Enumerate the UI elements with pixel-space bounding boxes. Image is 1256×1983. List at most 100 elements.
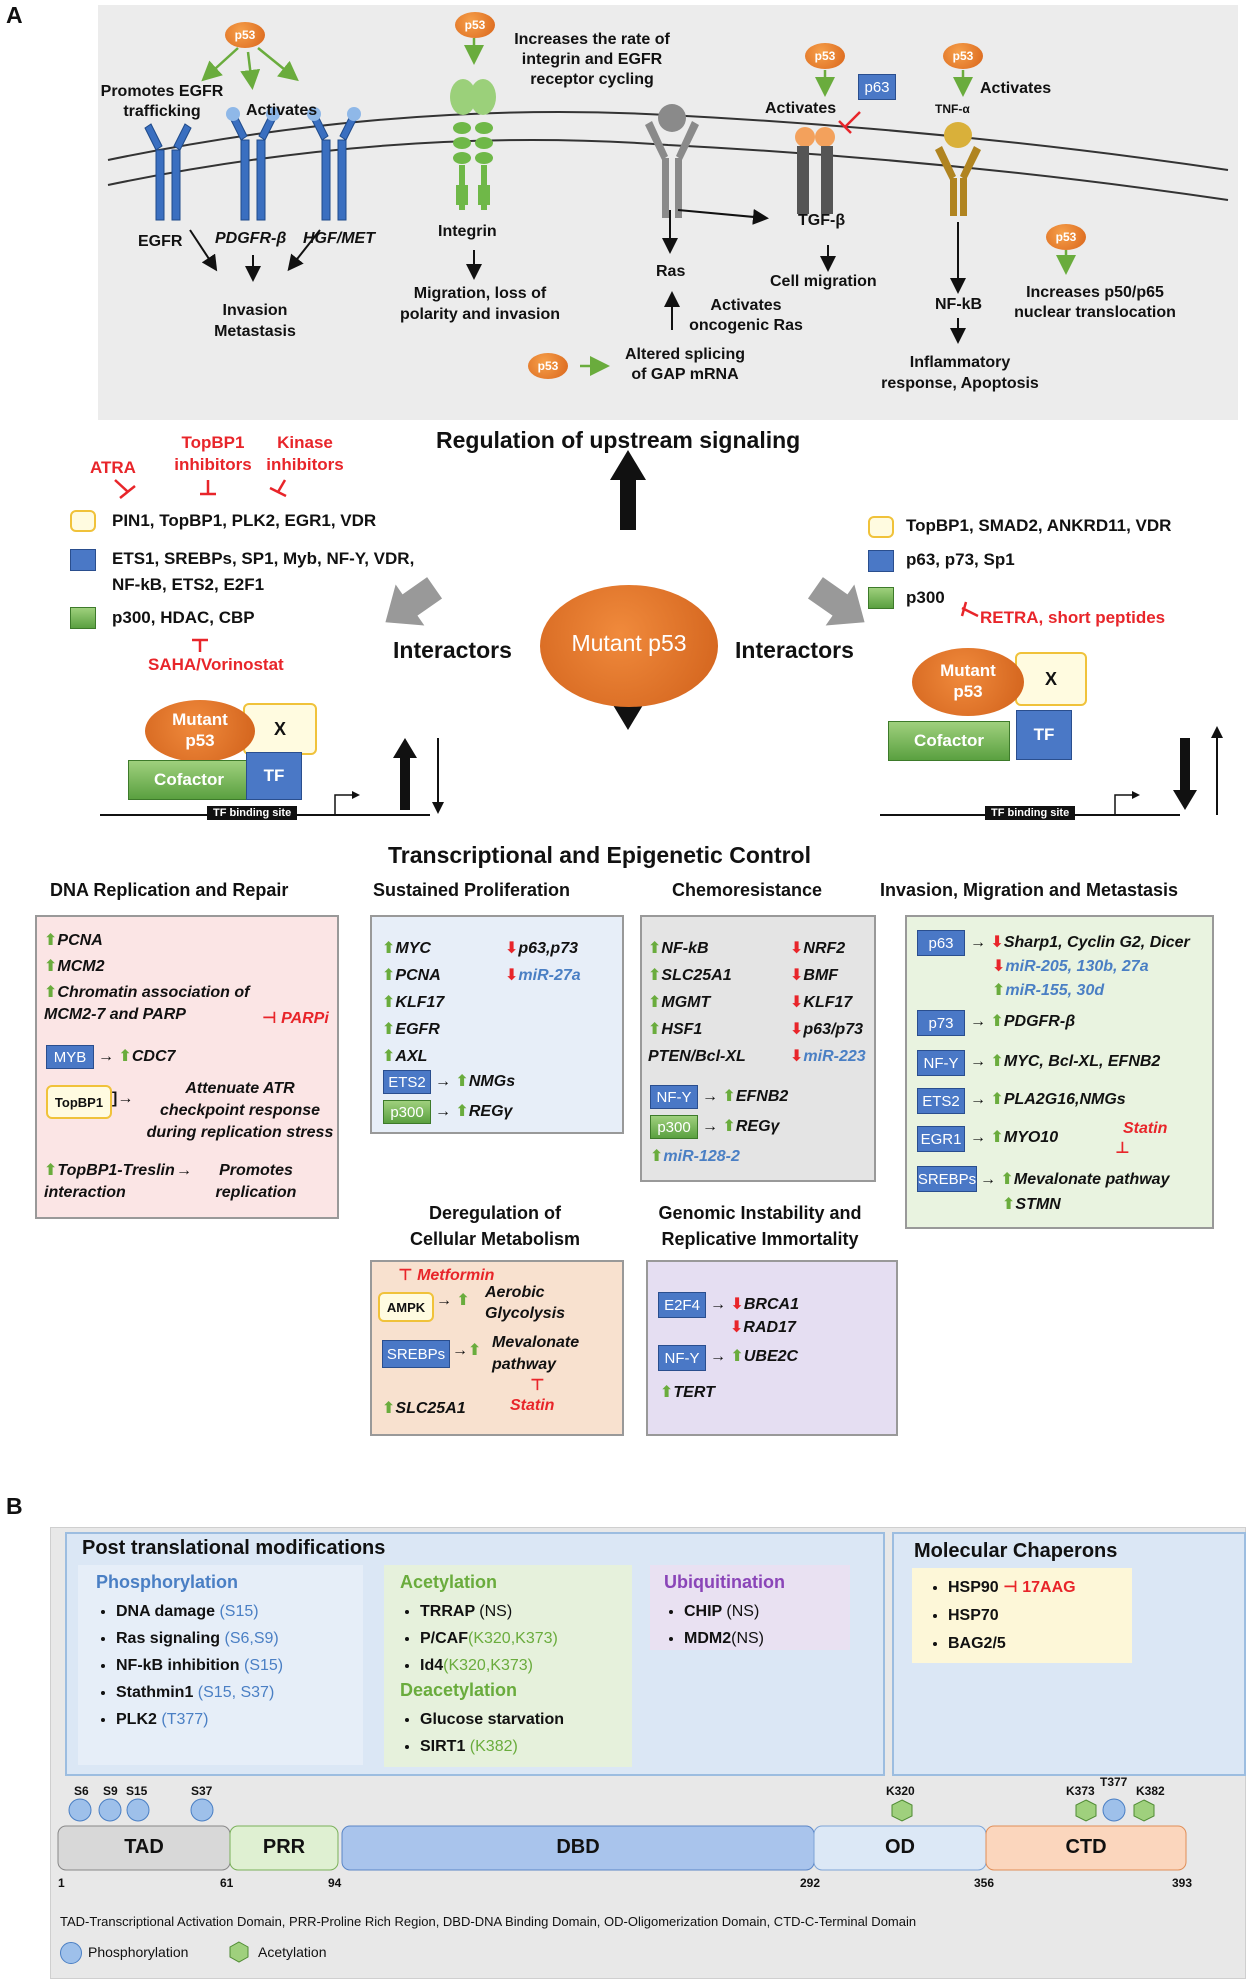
invasion-title: Invasion, Migration and Metastasis xyxy=(880,880,1179,900)
cell-migration-text: Cell migration xyxy=(770,273,877,290)
yellow-legend-left xyxy=(70,510,96,532)
interactors-right: Interactors xyxy=(735,637,854,663)
prolif-ets2-tag: ETS2 xyxy=(383,1070,431,1094)
site-k320: K320 xyxy=(886,1784,915,1798)
nfkb-label: NF-kB xyxy=(935,296,983,313)
gen-ube2c: → ⬆UBE2C xyxy=(710,1348,799,1365)
mutant-p53-label: Mutant p53 xyxy=(571,630,687,656)
phos-list: DNA damage (S15) Ras signaling (S6,S9) N… xyxy=(98,1598,283,1733)
inv-statin-bar: ⊥ xyxy=(1115,1140,1130,1157)
dna-cdc7: → ⬆CDC7 xyxy=(98,1048,176,1065)
phos-item: NF-kB inhibition (S15) xyxy=(116,1652,283,1679)
ubiq-item: CHIP (NS) xyxy=(684,1598,764,1625)
metab-statin-bar: ⊤ xyxy=(530,1377,545,1394)
altered-splicing-text: Altered splicing of GAP mRNA xyxy=(624,346,746,383)
phos-item: Ras signaling (S6,S9) xyxy=(116,1625,283,1652)
invasion-metastasis-text: Invasion Metastasis xyxy=(214,302,296,340)
integrin-label: Integrin xyxy=(438,223,497,240)
left-row-2: ETS1, SREBPs, SP1, Myb, NF-Y, VDR, xyxy=(112,549,415,568)
dna-pcna: ⬆PCNA xyxy=(44,932,103,949)
chemo-regy: → ⬆REGγ xyxy=(702,1118,780,1135)
x-box-right: X xyxy=(1015,652,1087,706)
site-s6: S6 xyxy=(74,1784,89,1798)
tgfb-label: TGF-β xyxy=(798,212,846,229)
chemo-title: Chemoresistance xyxy=(672,880,823,900)
dna-arrow: ]→ xyxy=(112,1090,134,1107)
inv-p73-tag: p73 xyxy=(917,1010,965,1036)
upstream-title: Regulation of upstream signaling xyxy=(436,427,801,453)
green-legend-right xyxy=(868,587,894,609)
dna-myb-tag: MYB xyxy=(46,1045,94,1069)
dna-attenuate: Attenuate ATR checkpoint response during… xyxy=(146,1080,334,1141)
acet-list: TRRAP (NS) P/CAF(K320,K373) Id4(K320,K37… xyxy=(402,1598,558,1679)
mutant-p53-right-label: Mutant p53 xyxy=(940,661,996,701)
pos-61: 61 xyxy=(220,1876,234,1890)
inv-pla: → ⬆PLA2G16,NMGs xyxy=(970,1091,1126,1108)
pos-1: 1 xyxy=(58,1876,65,1890)
inv-ets2-tag: ETS2 xyxy=(917,1088,965,1114)
chemo-mir128: ⬆miR-128-2 xyxy=(650,1148,740,1165)
chap-title: Molecular Chaperons xyxy=(914,1540,1118,1562)
metab-mevalonate: Mevalonate pathway xyxy=(492,1334,580,1373)
domain-prr: PRR xyxy=(262,1836,306,1858)
chemo-p300-tag: p300 xyxy=(650,1115,698,1139)
metab-arrow-2: →⬆ xyxy=(452,1342,482,1359)
promotes-egfr-text: Promotes EGFR trafficking xyxy=(100,83,224,120)
dna-parpi: ⊣ PARPi xyxy=(262,1010,329,1027)
prolif-regy: → ⬆REGγ xyxy=(435,1103,513,1120)
panel-b-label: B xyxy=(6,1493,23,1519)
inv-egr1-tag: EGR1 xyxy=(917,1126,965,1152)
yellow-legend-right xyxy=(868,516,894,538)
chap-list: HSP90 ⊣ 17AAG HSP70 BAG2/5 xyxy=(930,1574,1076,1658)
mutant-p53-left xyxy=(145,700,255,762)
phos-box xyxy=(78,1565,363,1765)
ubiq-title: Ubiquitination xyxy=(664,1572,785,1592)
transcription-title: Transcriptional and Epigenetic Control xyxy=(388,842,811,868)
left-row-3: NF-kB, ETS2, E2F1 xyxy=(112,575,265,594)
metab-statin: Statin xyxy=(510,1397,555,1414)
legend-phos-icon xyxy=(60,1942,82,1964)
panel-a-label: A xyxy=(6,2,23,28)
topbp1-inhibitors-label: TopBP1 inhibitors xyxy=(174,433,252,474)
metab-ampk-tag: AMPK xyxy=(378,1292,434,1322)
mutant-p53-center xyxy=(540,585,718,707)
gen-e2f4-tag: E2F4 xyxy=(658,1292,706,1318)
activates-text-2: Activates xyxy=(765,100,837,117)
inv-p63-targets: → ⬇Sharp1, Cyclin G2, Dicer ⬇miR-205, 13… xyxy=(970,934,1190,999)
inv-myo10: → ⬆MYO10 xyxy=(970,1129,1059,1146)
interactors-left: Interactors xyxy=(393,637,512,663)
migration-text: Migration, loss of polarity and invasion xyxy=(399,285,561,323)
gen-nfy-tag: NF-Y xyxy=(658,1345,706,1371)
dna-mcm2: ⬆MCM2 xyxy=(44,958,105,975)
activates-text-3: Activates xyxy=(980,80,1052,97)
deacet-item: SIRT1 (K382) xyxy=(420,1733,564,1760)
inflammatory-text: Inflammatory response, Apoptosis xyxy=(881,354,1039,392)
chap-item: BAG2/5 xyxy=(948,1630,1076,1658)
activates-ras-text: Activates oncogenic Ras xyxy=(689,297,803,334)
left-row-4: p300, HDAC, CBP xyxy=(112,608,255,627)
right-row-1: TopBP1, SMAD2, ANKRD11, VDR xyxy=(906,516,1172,535)
metab-aerobic: Aerobic Glycolysis xyxy=(485,1284,566,1322)
increases-p50-text: Increases p50/p65 nuclear translocation xyxy=(1014,284,1176,321)
pos-356: 356 xyxy=(974,1876,995,1890)
site-s15: S15 xyxy=(126,1784,148,1798)
blue-legend-right xyxy=(868,550,894,572)
activates-text-1: Activates xyxy=(246,102,318,119)
inv-mevalonate: → ⬆Mevalonate pathway ⬆STMN xyxy=(980,1171,1170,1213)
left-row-1: PIN1, TopBP1, PLK2, EGR1, VDR xyxy=(112,511,377,530)
pos-393: 393 xyxy=(1172,1876,1193,1890)
chemo-efnb2: → ⬆EFNB2 xyxy=(702,1088,789,1105)
chap-item: HSP90 ⊣ 17AAG xyxy=(948,1574,1076,1602)
tf-binding-site-left: TF binding site xyxy=(207,806,298,820)
p53-bubble-5: p53 xyxy=(1046,224,1086,250)
mutant-p53-right xyxy=(912,648,1024,716)
ubiq-box xyxy=(650,1565,850,1650)
acet-title: Acetylation xyxy=(400,1572,498,1592)
retra-label: RETRA, short peptides xyxy=(980,608,1166,627)
p53-bubble-4: p53 xyxy=(943,43,983,69)
dna-arrow-2: → xyxy=(176,1162,192,1179)
dna-topbp1-tag: TopBP1 xyxy=(46,1085,112,1119)
prolif-box xyxy=(370,915,624,1134)
gen-tert: ⬆TERT xyxy=(660,1384,715,1401)
prolif-up-list: ⬆MYC ⬆PCNA ⬆KLF17 ⬆EGFR ⬆AXL xyxy=(382,940,445,1065)
